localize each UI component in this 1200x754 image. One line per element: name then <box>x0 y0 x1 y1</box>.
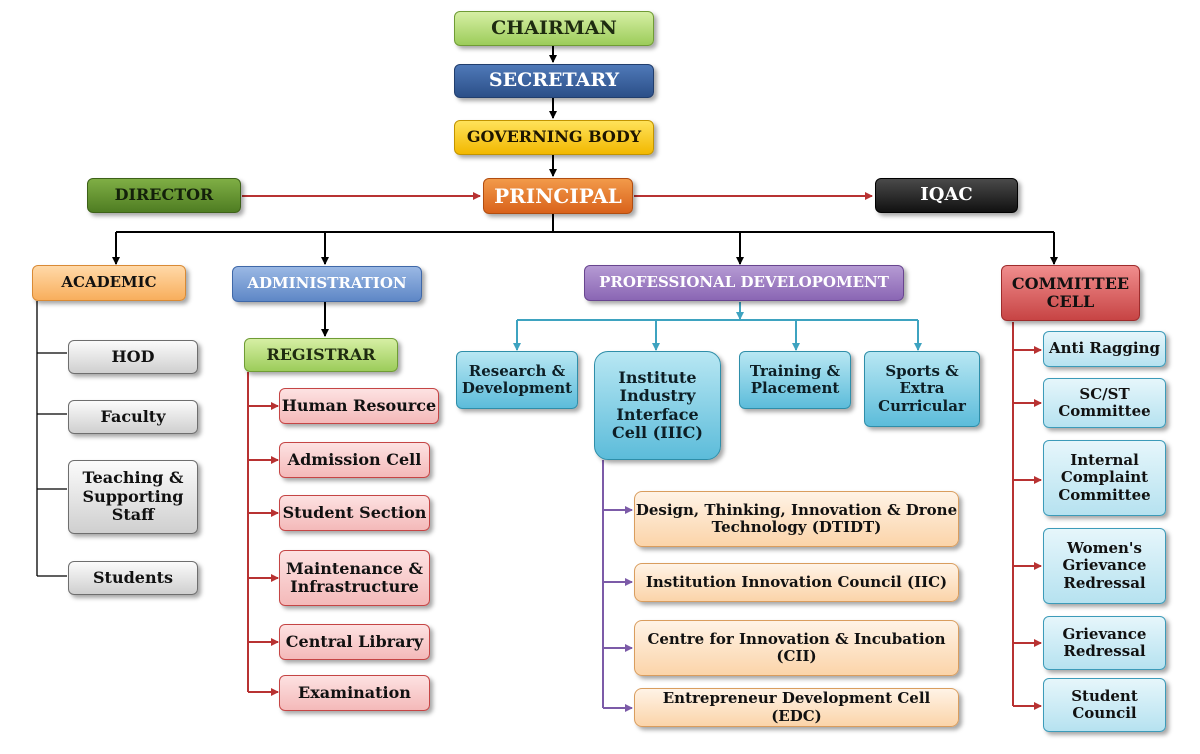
professional-development-header: PROFESSIONAL DEVELOPOMENT <box>584 265 904 301</box>
academic-title: ACADEMIC <box>61 273 157 292</box>
admin-item-label: Admission Cell <box>287 449 422 469</box>
committee-item-label: SC/ST Committee <box>1058 384 1151 420</box>
prof-unit-label: Research & Development <box>461 361 573 397</box>
professional-development-title: PROFESSIONAL DEVELOPOMENT <box>599 273 889 292</box>
academic-item-faculty: Faculty <box>68 400 198 434</box>
prof-unit-label: Training & Placement <box>749 361 841 397</box>
director-box: DIRECTOR <box>87 178 241 213</box>
administration-title: ADMINISTRATION <box>247 274 407 293</box>
prof-unit-iiic: Institute Industry Interface Cell (IIIC) <box>594 351 721 460</box>
committee-item-label: Internal Complaint Committee <box>1058 451 1151 504</box>
iiic-item-dtidt: Design, Thinking, Innovation & Drone Tec… <box>634 491 959 547</box>
iiic-item-cii: Centre for Innovation & Incubation (CII) <box>634 620 959 676</box>
academic-item-label: Students <box>93 567 173 587</box>
governing-body-label: GOVERNING BODY <box>466 127 642 147</box>
admin-item-student-section: Student Section <box>279 495 430 531</box>
committee-item-womens-grievance: Women's Grievance Redressal <box>1043 528 1166 604</box>
chairman-box: CHAIRMAN <box>454 11 654 46</box>
committee-cell-title: COMMITTEE CELL <box>1011 273 1130 311</box>
admin-item-label: Human Resource <box>281 395 437 415</box>
principal-label: PRINCIPAL <box>494 183 622 208</box>
iiic-item-edc: Entrepreneur Development Cell (EDC) <box>634 688 959 727</box>
governing-body-box: GOVERNING BODY <box>454 120 654 155</box>
admin-item-maintenance: Maintenance & Infrastructure <box>279 550 430 606</box>
secretary-label: SECRETARY <box>488 69 620 92</box>
principal-box: PRINCIPAL <box>483 178 633 214</box>
academic-item-hod: HOD <box>68 340 198 374</box>
director-label: DIRECTOR <box>114 185 214 205</box>
committee-item-label: Anti Ragging <box>1049 339 1160 358</box>
administration-header: ADMINISTRATION <box>232 266 422 302</box>
admin-item-label: Student Section <box>282 502 427 522</box>
academic-item-students: Students <box>68 561 198 595</box>
prof-unit-label: Institute Industry Interface Cell (IIIC) <box>612 367 703 442</box>
prof-unit-sports-extra-curricular: Sports & Extra Curricular <box>864 351 980 427</box>
registrar-box: REGISTRAR <box>244 338 398 372</box>
admin-item-human-resource: Human Resource <box>279 388 439 424</box>
committee-cell-header: COMMITTEE CELL <box>1001 265 1140 321</box>
admin-item-label: Examination <box>298 682 411 702</box>
iqac-box: IQAC <box>875 178 1018 213</box>
iiic-item-label: Entrepreneur Development Cell (EDC) <box>662 689 931 725</box>
academic-item-teaching-staff: Teaching & Supporting Staff <box>68 460 198 534</box>
committee-item-label: Grievance Redressal <box>1062 624 1147 660</box>
committee-item-label: Women's Grievance Redressal <box>1062 539 1147 592</box>
committee-item-label: Student Council <box>1071 686 1138 722</box>
iiic-item-label: Design, Thinking, Innovation & Drone Tec… <box>635 500 958 536</box>
academic-header: ACADEMIC <box>32 265 186 301</box>
prof-unit-label: Sports & Extra Curricular <box>878 362 966 415</box>
iiic-item-label: Institution Innovation Council (IIC) <box>645 572 948 591</box>
chairman-label: CHAIRMAN <box>491 16 617 39</box>
committee-item-anti-ragging: Anti Ragging <box>1043 331 1166 367</box>
admin-item-central-library: Central Library <box>279 624 430 660</box>
committee-item-sc-st: SC/ST Committee <box>1043 378 1166 428</box>
iiic-item-label: Centre for Innovation & Incubation (CII) <box>647 629 946 665</box>
iiic-item-iic: Institution Innovation Council (IIC) <box>634 563 959 602</box>
committee-item-internal-complaint: Internal Complaint Committee <box>1043 440 1166 516</box>
academic-item-label: Faculty <box>100 406 166 426</box>
prof-unit-training-placement: Training & Placement <box>739 351 851 409</box>
committee-item-student-council: Student Council <box>1043 678 1166 732</box>
admin-item-examination: Examination <box>279 675 430 711</box>
secretary-box: SECRETARY <box>454 64 654 98</box>
prof-unit-research-development: Research & Development <box>456 351 578 409</box>
committee-item-grievance-redressal: Grievance Redressal <box>1043 616 1166 670</box>
academic-item-label: Teaching & Supporting Staff <box>82 468 184 525</box>
admin-item-label: Central Library <box>285 631 424 651</box>
registrar-label: REGISTRAR <box>266 344 376 364</box>
admin-item-admission-cell: Admission Cell <box>279 442 430 478</box>
admin-item-label: Maintenance & Infrastructure <box>286 558 423 596</box>
iqac-label: IQAC <box>920 184 973 206</box>
academic-item-label: HOD <box>111 346 155 366</box>
